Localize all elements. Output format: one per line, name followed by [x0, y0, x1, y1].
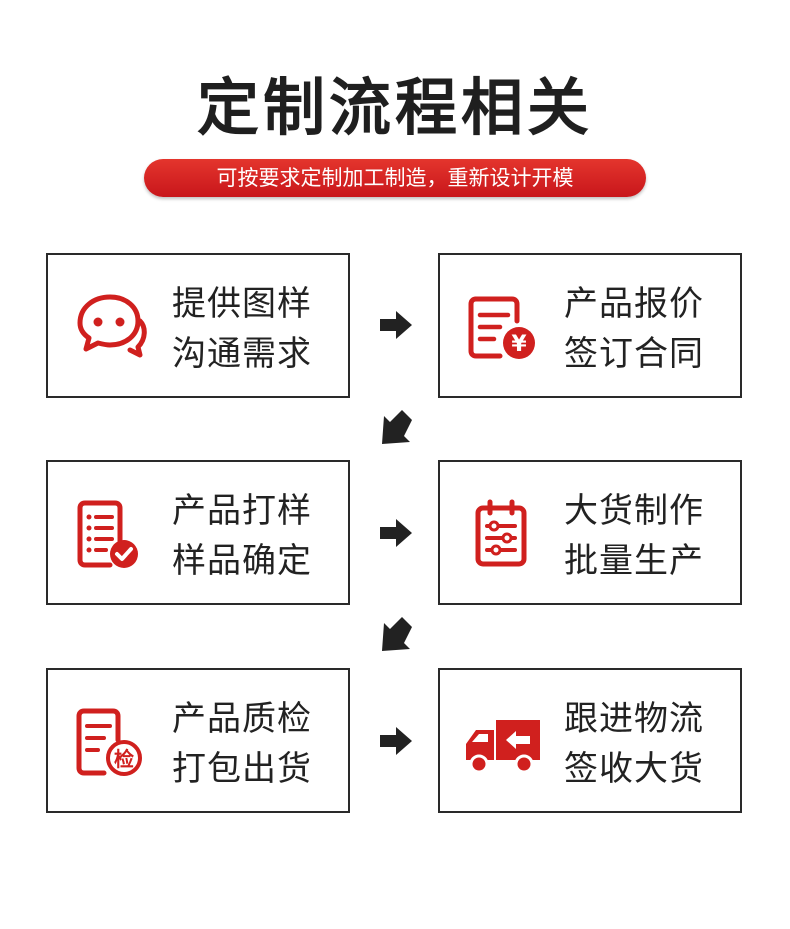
arrow-down-left-icon	[382, 617, 412, 651]
inspection-document-icon: 检	[76, 708, 142, 776]
step-title: 产品报价	[564, 284, 704, 324]
step-title: 提供图样	[172, 284, 312, 324]
step-subtitle: 沟通需求	[172, 334, 312, 374]
arrow-down-left-icon	[382, 410, 412, 444]
checklist-approved-icon	[77, 500, 138, 568]
step-card-6: 跟进物流 签收大货	[438, 668, 742, 813]
step-title: 大货制作	[564, 491, 704, 531]
step-subtitle: 样品确定	[172, 541, 312, 581]
svg-text:¥: ¥	[511, 332, 527, 357]
step-card-3: 产品打样 样品确定	[46, 460, 350, 605]
chat-bubbles-icon	[77, 294, 147, 358]
step-title: 产品打样	[172, 491, 312, 531]
page-title: 定制流程相关	[196, 71, 593, 144]
step-subtitle: 批量生产	[564, 541, 704, 581]
step-card-4: 大货制作 批量生产	[438, 460, 742, 605]
step-subtitle: 打包出货	[172, 749, 312, 789]
step-card-1: 提供图样 沟通需求	[46, 253, 350, 398]
step-subtitle: 签订合同	[564, 334, 704, 374]
arrow-right-icon	[380, 727, 412, 755]
delivery-truck-icon	[466, 720, 540, 774]
step-title: 产品质检	[172, 699, 312, 739]
arrow-right-icon	[380, 311, 412, 339]
arrow-right-icon	[380, 519, 412, 547]
step-subtitle: 签收大货	[564, 749, 704, 789]
inspection-badge: 检	[114, 747, 134, 771]
invoice-yen-icon: ¥	[468, 296, 535, 359]
step-card-5: 检 产品质检 打包出货	[46, 668, 350, 813]
step-title: 跟进物流	[564, 699, 704, 739]
calendar-sliders-icon	[475, 499, 527, 567]
step-card-2: ¥ 产品报价 签订合同	[438, 253, 742, 398]
subtitle-banner: 可按要求定制加工制造，重新设计开模	[144, 159, 646, 197]
